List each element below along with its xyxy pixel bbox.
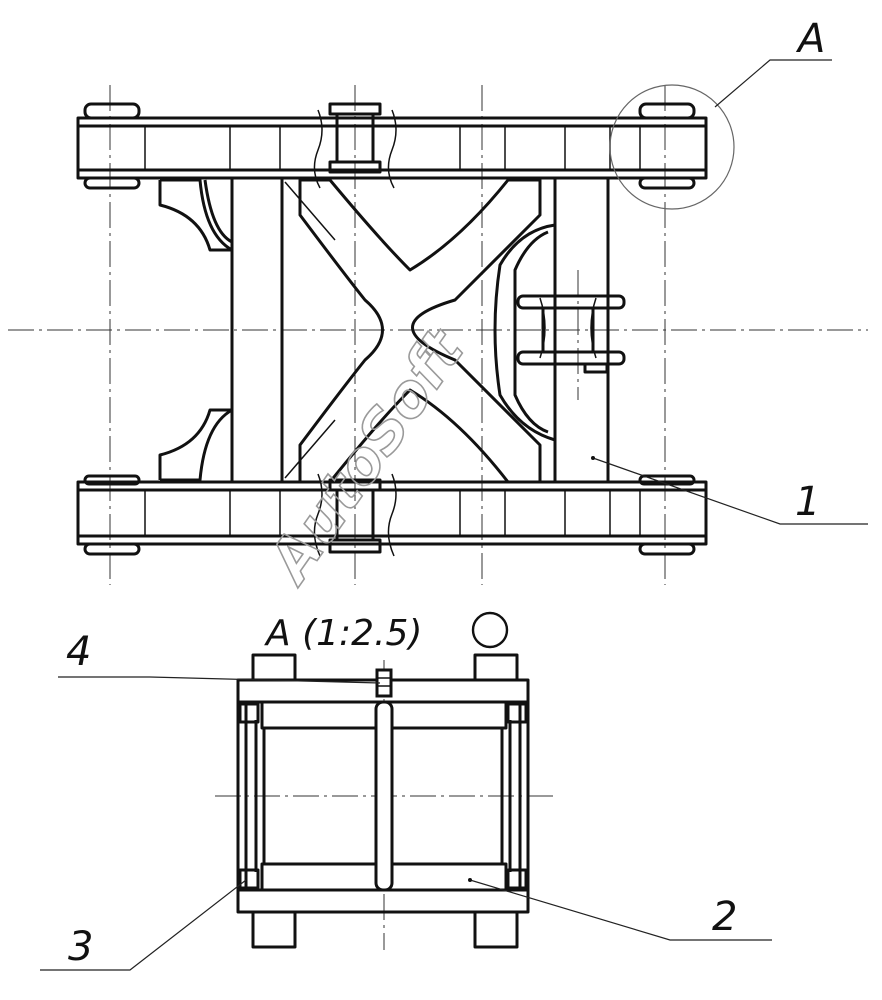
part-4-label: 4 (66, 629, 91, 675)
detail-a-view (215, 653, 555, 950)
frame-assembly-view (8, 59, 868, 585)
leader-part-4 (58, 676, 381, 684)
detail-caption-circle-symbol (471, 611, 509, 649)
part-3-label: 3 (68, 924, 93, 970)
part-1-label: 1 (795, 479, 820, 525)
leader-part-2 (469, 879, 772, 941)
vertical-posts (230, 178, 610, 482)
axis-lines (8, 85, 868, 585)
leader-part-1 (592, 457, 868, 525)
leader-dot-part-2 (468, 878, 472, 882)
detail-caption: A (1:2.5) (264, 613, 422, 654)
detail-callout-circle (609, 84, 735, 210)
detail-callout-leader (714, 59, 832, 108)
x-brace (284, 178, 542, 484)
view-letter-label: A (795, 16, 825, 62)
leader-part-3 (40, 879, 247, 971)
bottom-rail (76, 473, 708, 557)
top-rail (76, 102, 708, 190)
left-gussets (158, 178, 234, 482)
part-2-label: 2 (712, 894, 737, 940)
right-bracket (493, 223, 626, 442)
leader-dot-part-1 (591, 456, 595, 460)
